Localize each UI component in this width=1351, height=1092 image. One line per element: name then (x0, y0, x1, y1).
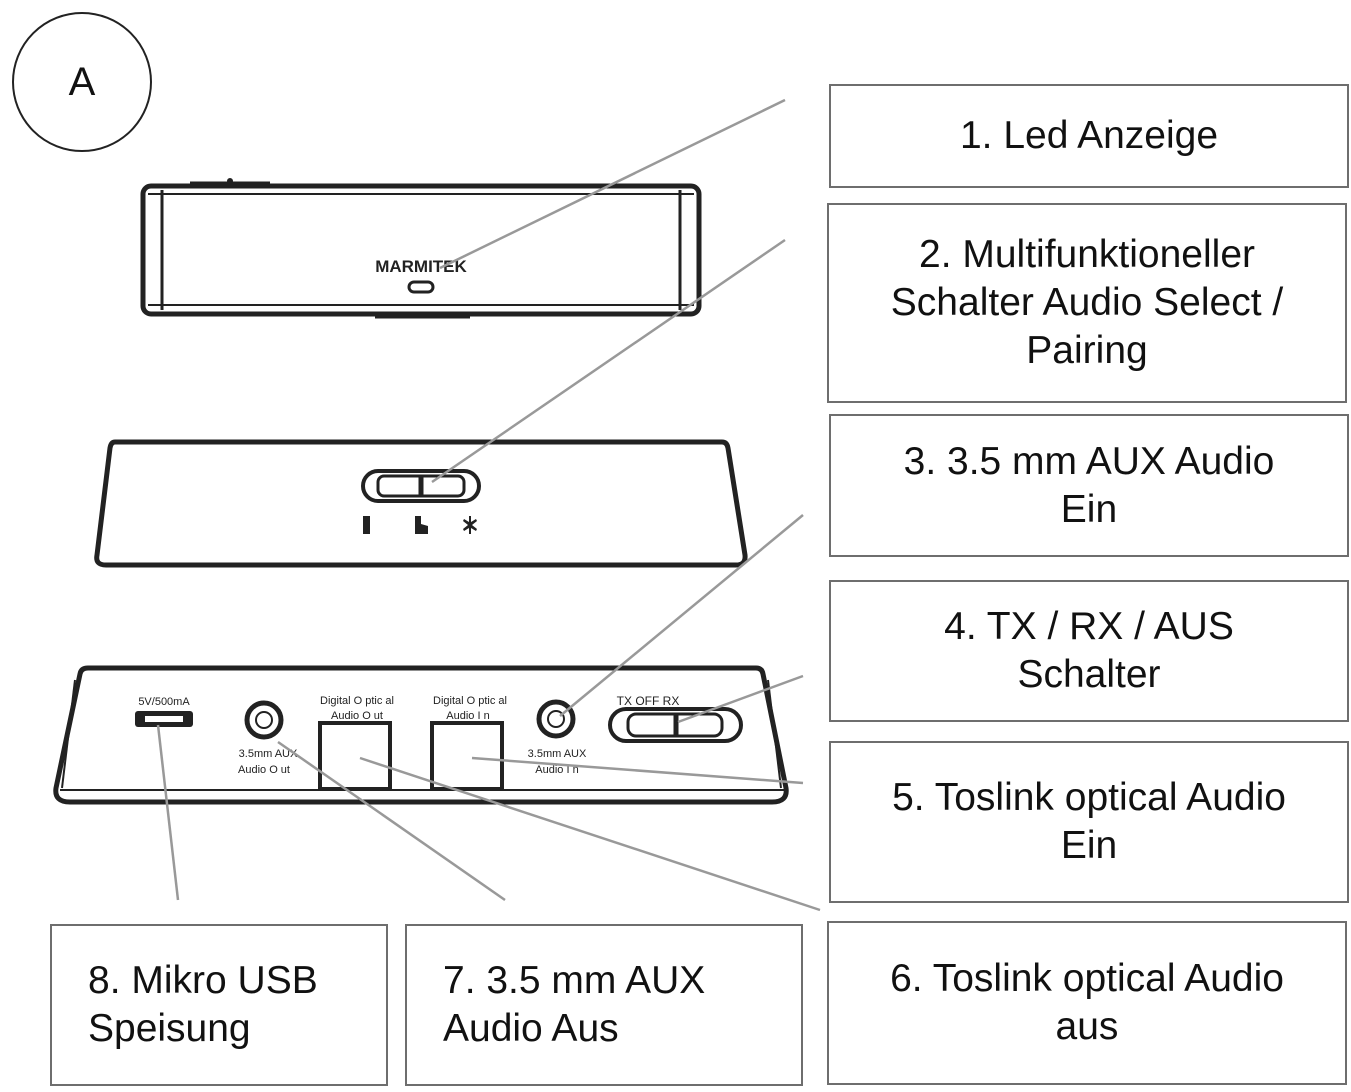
optical-out-label-line2: Audio O ut (331, 710, 383, 722)
leader-line-1 (439, 98, 786, 270)
callout-text: 4. TX / RX / AUS Schalter (944, 605, 1234, 696)
aux-out-label-line2: Audio O ut (238, 764, 290, 776)
callout-text: 8. Mikro USB Speisung (88, 959, 318, 1050)
aux-in-label-line1: 3.5mm AUX (528, 748, 587, 760)
figure-label-circle: A (12, 12, 152, 152)
optical-in-label-line2: Audio I n (446, 710, 489, 722)
figure-label: A (68, 59, 96, 104)
leader-line-3 (559, 514, 804, 717)
optical-in-port (430, 721, 504, 791)
callout-led-indicator: 1. Led Anzeige (829, 84, 1349, 188)
leader-line-2 (431, 238, 786, 484)
callout-tx-rx-switch: 4. TX / RX / AUS Schalter (829, 580, 1349, 722)
device-top-view (94, 439, 748, 568)
leader-lines (156, 98, 821, 912)
bluetooth-icon (463, 516, 477, 534)
leader-line-7 (277, 740, 506, 902)
leader-line-6 (359, 756, 821, 912)
leader-line-5 (471, 756, 804, 785)
callout-aux-audio-in: 3. 3.5 mm AUX Audio Ein (829, 414, 1349, 557)
brand-logo: MARMITEK (375, 257, 467, 276)
callout-text: 3. 3.5 mm AUX Audio Ein (903, 439, 1275, 531)
callout-toslink-out: 6. Toslink optical Audio aus (827, 921, 1347, 1085)
mode-optical-icon (415, 516, 428, 534)
optical-out-label-line1: Digital O ptic al (320, 695, 394, 707)
callout-text: 5. Toslink optical Audio Ein (892, 776, 1286, 867)
callout-multifunction-switch: 2. Multifunktioneller Schalter Audio Sel… (827, 203, 1347, 403)
led-indicator (407, 280, 435, 294)
aux-out-label-line1: 3.5mm AUX (239, 748, 298, 760)
callout-text: 7. 3.5 mm AUX Audio Aus (443, 959, 706, 1050)
aux-in-label-line2: Audio I n (535, 764, 578, 776)
callout-text: 6. Toslink optical Audio aus (890, 957, 1284, 1048)
leader-line-8 (156, 724, 180, 901)
tx-rx-switch-label: TX OFF RX (617, 694, 680, 708)
callout-text: 1. Led Anzeige (959, 114, 1219, 157)
usb-port-label: 5V/500mA (138, 696, 190, 708)
leader-line-4 (677, 674, 804, 724)
callout-text: 2. Multifunktioneller Schalter Audio Sel… (890, 233, 1284, 372)
device-front-view: MARMITEK (140, 178, 702, 319)
callout-aux-audio-out: 7. 3.5 mm AUX Audio Aus (405, 924, 803, 1086)
optical-in-label-line1: Digital O ptic al (433, 695, 507, 707)
device-back-view: 5V/500mA 3.5mm AUX Audio O ut Digital O … (53, 665, 789, 805)
callout-micro-usb-power: 8. Mikro USB Speisung (50, 924, 388, 1086)
mode-aux-icon (363, 516, 370, 534)
callout-toslink-in: 5. Toslink optical Audio Ein (829, 741, 1349, 903)
